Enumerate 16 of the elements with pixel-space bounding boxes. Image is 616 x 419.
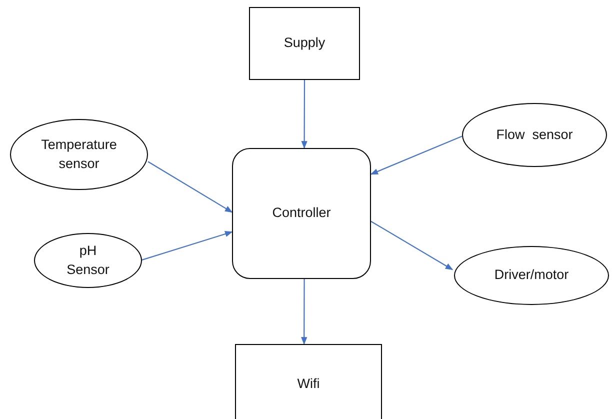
node-label: Flow sensor	[496, 126, 573, 144]
node-label: Driver/motor	[494, 266, 569, 284]
controller-box	[232, 148, 371, 279]
arrow	[148, 161, 233, 213]
arrow	[370, 136, 462, 175]
process-box	[235, 344, 382, 419]
node-label: Supply	[284, 34, 326, 52]
node-label: Wifi	[297, 374, 320, 393]
arrow	[301, 80, 308, 149]
node-label: pH Sensor	[66, 242, 110, 278]
process-box	[249, 7, 360, 80]
arrow	[370, 220, 454, 270]
node-label: Temperature sensor	[40, 136, 118, 172]
node-label: Controller	[272, 204, 331, 222]
arrow	[142, 230, 233, 260]
arrow	[301, 279, 308, 345]
